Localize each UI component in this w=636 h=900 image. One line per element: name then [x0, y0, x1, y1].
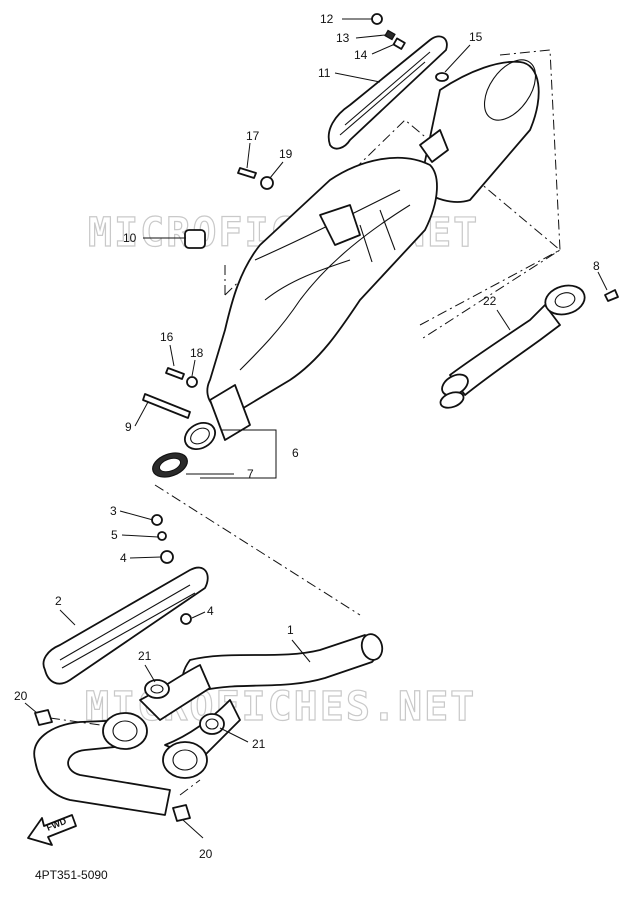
joint-centerline — [154, 484, 361, 616]
callout-3: 3 — [110, 504, 117, 518]
washer-13-icon — [384, 29, 396, 41]
callout-20b: 20 — [199, 847, 213, 861]
protector-part-11 — [327, 35, 448, 150]
bolt-3-icon — [151, 514, 163, 526]
callout-19: 19 — [279, 147, 293, 161]
bolt-16-icon — [165, 367, 185, 380]
bolt-12-icon — [371, 13, 383, 25]
forward-arrow: FWD — [27, 814, 77, 846]
callout-2: 2 — [55, 594, 62, 608]
nut-20a-icon — [34, 709, 53, 726]
washer-19-icon — [260, 176, 274, 190]
callout-13: 13 — [336, 31, 350, 45]
callout-1: 1 — [287, 623, 294, 637]
callout-15: 15 — [469, 30, 483, 44]
nut-20b-icon — [172, 804, 191, 822]
nut-14-icon — [392, 37, 406, 50]
pipe-part-22 — [439, 284, 619, 409]
nut-20a-axis — [49, 717, 101, 726]
header-gaskets — [34, 679, 225, 822]
callout-6: 6 — [292, 446, 299, 460]
nut-20b-axis — [179, 779, 201, 796]
port-flange-right — [162, 741, 208, 779]
port-flange-left — [102, 712, 148, 750]
fasteners-middle — [151, 514, 192, 625]
callout-22: 22 — [483, 294, 497, 308]
callout-17: 17 — [246, 129, 260, 143]
gasket-21a-icon — [144, 679, 170, 699]
callout-21b: 21 — [252, 737, 266, 751]
bolt-17-icon — [237, 167, 257, 179]
callout-9: 9 — [125, 420, 132, 434]
nut-4b-icon — [180, 613, 192, 625]
callout-8: 8 — [593, 259, 600, 273]
callout-7: 7 — [247, 467, 254, 481]
callout-10: 10 — [123, 231, 137, 245]
nut-4a-icon — [160, 550, 174, 564]
washer-5-icon — [157, 531, 167, 541]
callout-20a: 20 — [14, 689, 28, 703]
callout-14: 14 — [354, 48, 368, 62]
pipe-22-outline — [419, 249, 561, 326]
callout-4b: 4 — [207, 604, 214, 618]
muffler — [184, 59, 540, 451]
gasket-part-7 — [152, 452, 188, 478]
callout-12: 12 — [320, 12, 334, 26]
washer-18-icon — [186, 376, 198, 388]
bolt-8-icon — [604, 289, 619, 302]
callout-18: 18 — [190, 346, 204, 360]
callout-21a: 21 — [138, 649, 152, 663]
callout-5: 5 — [111, 528, 118, 542]
washer-15-icon — [435, 72, 449, 82]
protector-part-2 — [42, 566, 209, 685]
bolt-9-icon — [142, 393, 191, 419]
diagram-code: 4PT351-5090 — [35, 868, 108, 882]
callout-16: 16 — [160, 330, 174, 344]
collar-10-icon — [184, 229, 206, 249]
callout-4a: 4 — [120, 551, 127, 565]
callout-11: 11 — [318, 66, 331, 80]
callout-numbers: 12 13 14 11 15 17 19 10 8 22 16 18 9 6 7… — [14, 12, 600, 861]
leader-lines — [24, 18, 608, 839]
gasket-21b-icon — [199, 713, 225, 735]
